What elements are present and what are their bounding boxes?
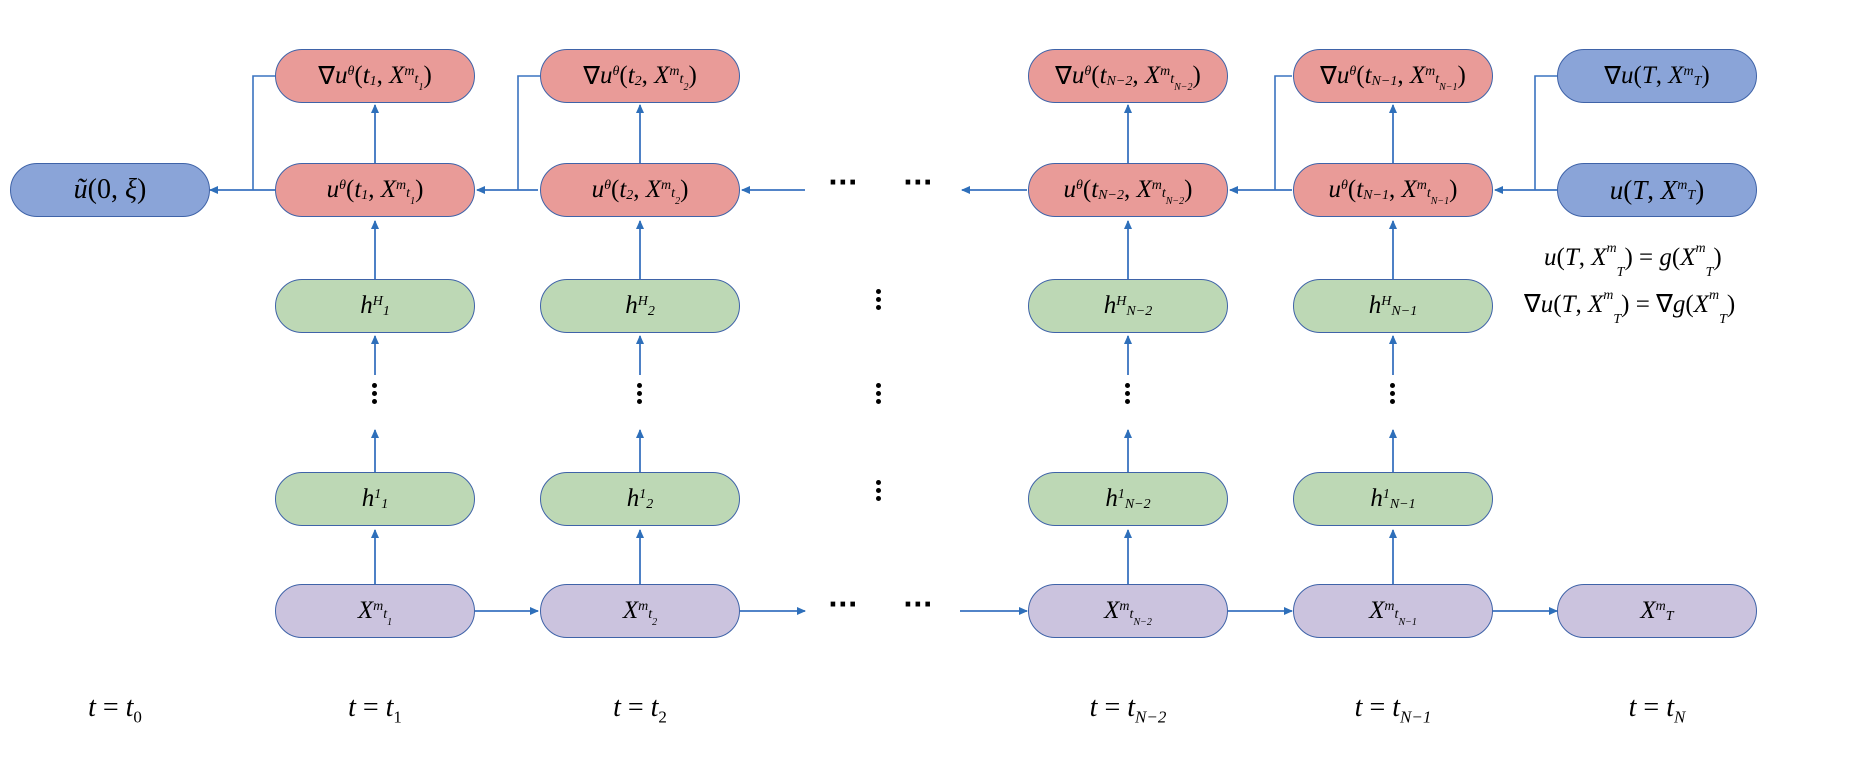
terminal-gradient-condition: ∇u(T, XmT) = ∇g(XmT) xyxy=(1524,287,1736,327)
elbow-grad2 xyxy=(517,75,540,190)
ellipsis-bottom-right: ··· xyxy=(903,590,933,620)
terminal-value-condition: u(T, XmT) = g(XmT) xyxy=(1544,240,1722,280)
vdots-middle-bottom xyxy=(876,477,884,504)
vdots-col2 xyxy=(637,380,645,407)
vdots-middle-top xyxy=(876,286,884,313)
vdots-colN1 xyxy=(1390,380,1398,407)
vdots-col1 xyxy=(372,380,380,407)
ellipsis-top-right: ··· xyxy=(903,168,933,198)
elbow-grad1 xyxy=(252,75,275,190)
time-label-tN2: t = tN−2 xyxy=(1089,692,1167,727)
time-label-t0: t = t0 xyxy=(88,692,142,727)
elbow-gradT xyxy=(1534,75,1557,190)
time-label-tN1: t = tN−1 xyxy=(1354,692,1432,727)
ellipsis-bottom-left: ··· xyxy=(828,590,858,620)
ellipsis-top-left: ··· xyxy=(828,168,858,198)
elbow-gradN1 xyxy=(1274,75,1292,190)
vdots-colN2 xyxy=(1125,380,1133,407)
vdots-middle-mid xyxy=(876,380,884,407)
time-label-tN: t = tN xyxy=(1628,692,1686,727)
time-label-t1: t = t1 xyxy=(348,692,402,727)
node-u0: ũ(0, ξ) xyxy=(10,163,210,217)
time-label-t2: t = t2 xyxy=(613,692,667,727)
